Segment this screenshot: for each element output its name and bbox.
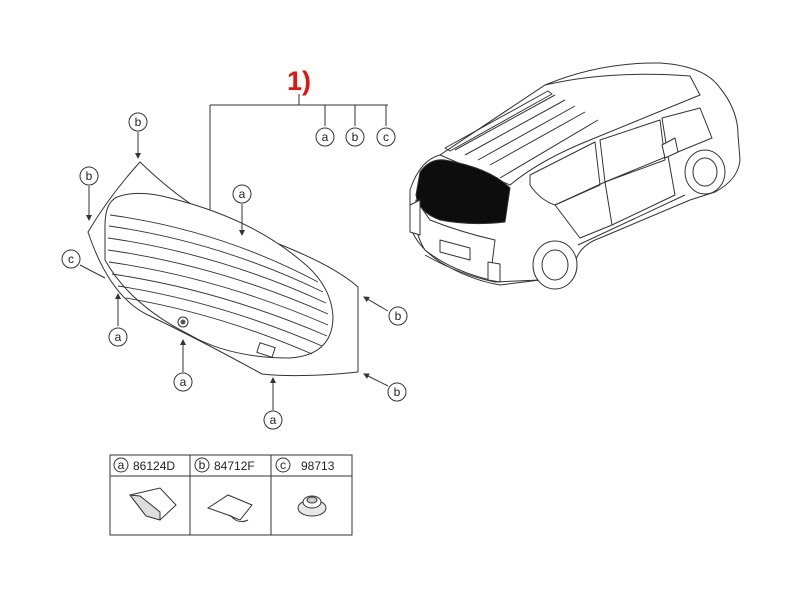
- svg-text:a: a: [115, 330, 122, 344]
- callout-b-left: b: [79, 166, 99, 186]
- callout-top-a: a: [315, 127, 335, 147]
- legend-cell-a: a 86124D: [113, 457, 175, 473]
- svg-text:a: a: [180, 375, 187, 389]
- svg-text:98713: 98713: [301, 459, 335, 473]
- pad-icon: [206, 494, 253, 523]
- callout-a-left: a: [108, 327, 128, 347]
- callout-top-c: c: [376, 127, 396, 147]
- svg-text:a: a: [239, 187, 246, 201]
- svg-text:a: a: [322, 130, 329, 144]
- svg-text:84712F: 84712F: [214, 459, 255, 473]
- svg-text:c: c: [383, 130, 389, 144]
- svg-text:b: b: [352, 130, 359, 144]
- svg-text:a: a: [270, 413, 277, 427]
- leader-lines: [79, 132, 389, 410]
- assembly-label: 1): [287, 66, 311, 96]
- callout-a-center: a: [232, 184, 252, 204]
- callout-b-right-upper: b: [388, 306, 408, 326]
- svg-text:b: b: [135, 115, 142, 129]
- svg-text:b: b: [394, 385, 401, 399]
- legend-table: a 86124D b 84712F c 98713: [109, 454, 353, 536]
- callout-a-bottom-left: a: [173, 372, 193, 392]
- clip-icon: [128, 487, 177, 521]
- svg-text:86124D: 86124D: [133, 459, 175, 473]
- callout-c-left: c: [61, 249, 81, 269]
- callout-top-b: b: [345, 127, 365, 147]
- rear-glass-panel: [87, 161, 359, 377]
- callout-a-bottom: a: [263, 410, 283, 430]
- vehicle-illustration: [409, 62, 741, 290]
- svg-text:c: c: [280, 458, 286, 472]
- grommet-icon: [297, 495, 327, 517]
- bracket-tree: [209, 94, 388, 222]
- callout-b-right-lower: b: [387, 382, 407, 402]
- svg-text:b: b: [86, 169, 93, 183]
- legend-cell-c: c 98713: [275, 457, 335, 473]
- svg-text:b: b: [395, 309, 402, 323]
- rear-glass-highlight: [415, 159, 511, 225]
- svg-text:c: c: [68, 252, 74, 266]
- svg-text:b: b: [199, 458, 206, 472]
- svg-text:a: a: [118, 458, 125, 472]
- callout-b-upper: b: [128, 112, 148, 132]
- legend-cell-b: b 84712F: [194, 457, 255, 473]
